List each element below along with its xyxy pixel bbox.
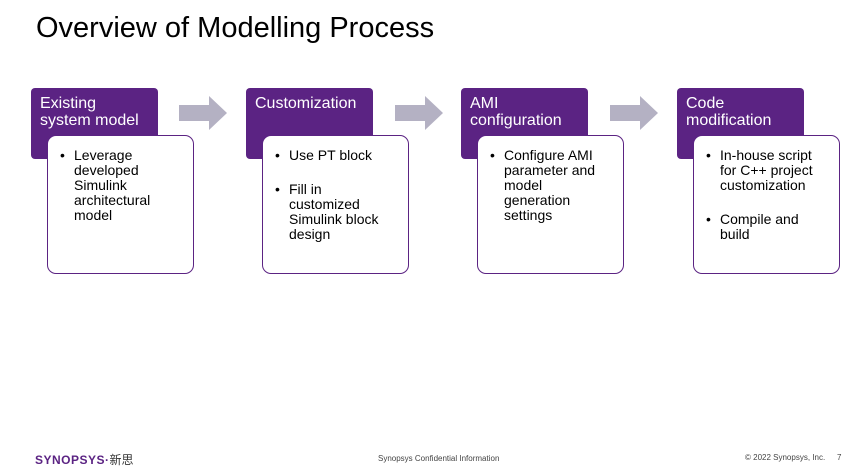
bullet-line: model: [74, 207, 113, 223]
step-existing-system-model: Existing system model • Leverage develop…: [31, 88, 211, 276]
bullet-icon: •: [706, 211, 711, 227]
bullet-line: Configure AMI: [504, 147, 593, 163]
step-header-line: Customization: [255, 95, 357, 112]
bullet-item: • Compile and build: [706, 212, 833, 242]
step-body: • In-house script for C++ project custom…: [693, 135, 840, 274]
logo-dot: ·: [105, 453, 110, 467]
bullet-line: Compile and: [720, 211, 799, 227]
bullet-line: In-house script: [720, 147, 812, 163]
bullet-item: • Fill in customized Simulink block desi…: [275, 182, 402, 242]
bullet-icon: •: [275, 147, 280, 163]
bullet-line: Fill in: [289, 181, 322, 197]
step-header-line: Code: [686, 95, 725, 112]
synopsys-logo: SYNOPSYS·新思: [35, 451, 134, 468]
bullet-item: • Configure AMI parameter and model gene…: [490, 148, 617, 223]
copyright-text: © 2022 Synopsys, Inc.: [745, 453, 826, 462]
bullet-line: customization: [720, 177, 806, 193]
bullet-line: customized: [289, 196, 360, 212]
bullet-line: architectural: [74, 192, 151, 208]
step-header-line: modification: [686, 112, 772, 129]
bullet-line: for C++ project: [720, 162, 813, 178]
right-arrow-icon: [610, 96, 658, 130]
step-body: • Use PT block • Fill in customized Simu…: [262, 135, 409, 274]
bullet-item: • In-house script for C++ project custom…: [706, 148, 833, 193]
logo-text: SYNOPSYS: [35, 453, 106, 467]
bullet-line: settings: [504, 207, 553, 223]
bullet-line: Leverage: [74, 147, 133, 163]
step-header-line: Existing: [40, 95, 97, 112]
right-arrow-icon: [395, 96, 443, 130]
step-body: • Leverage developed Simulink architectu…: [47, 135, 194, 274]
step-header-line: system model: [40, 112, 139, 129]
bullet-line: build: [720, 226, 750, 242]
confidential-notice: Synopsys Confidential Information: [378, 454, 500, 463]
slide-title: Overview of Modelling Process: [36, 12, 435, 44]
bullet-icon: •: [490, 147, 495, 163]
bullet-line: model: [504, 177, 543, 193]
bullet-line: design: [289, 226, 331, 242]
step-header-line: configuration: [470, 112, 562, 129]
bullet-item: • Use PT block: [275, 148, 402, 163]
bullet-line: Simulink: [74, 177, 127, 193]
step-header-line: AMI: [470, 95, 499, 112]
step-ami-configuration: AMI configuration • Configure AMI parame…: [461, 88, 641, 276]
step-code-modification: Code modification • In-house script for …: [677, 88, 857, 276]
bullet-icon: •: [275, 181, 280, 197]
logo-chinese-text: 新思: [109, 453, 134, 467]
page-number: 7: [837, 453, 842, 462]
right-arrow-icon: [179, 96, 227, 130]
step-customization: Customization • Use PT block • Fill in c…: [246, 88, 426, 276]
bullet-line: Use PT block: [289, 147, 372, 163]
bullet-icon: •: [60, 147, 65, 163]
step-body: • Configure AMI parameter and model gene…: [477, 135, 624, 274]
bullet-line: Simulink block: [289, 211, 379, 227]
bullet-line: generation: [504, 192, 571, 208]
bullet-line: parameter and: [504, 162, 596, 178]
bullet-line: developed: [74, 162, 139, 178]
bullet-icon: •: [706, 147, 711, 163]
bullet-item: • Leverage developed Simulink architectu…: [60, 148, 187, 223]
